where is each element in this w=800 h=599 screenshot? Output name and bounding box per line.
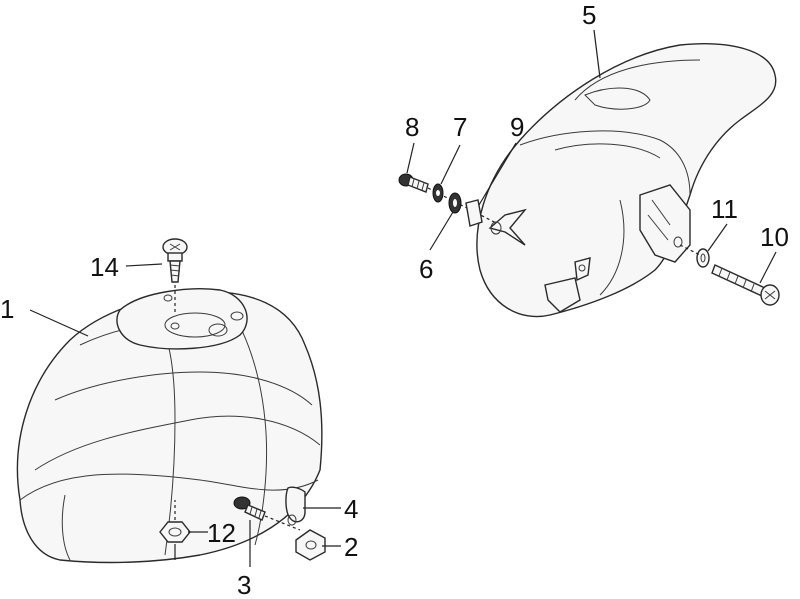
callout-7: 7	[453, 112, 467, 142]
screw-10	[711, 264, 780, 306]
screw-3	[233, 496, 301, 531]
rear-fender	[476, 43, 777, 318]
clip-4	[285, 486, 306, 526]
callout-8: 8	[405, 112, 419, 142]
bracket-9	[465, 199, 527, 246]
callout-10: 10	[760, 222, 789, 252]
callout-12: 12	[207, 518, 236, 548]
washer-11	[679, 244, 710, 268]
callout-11: 11	[711, 194, 738, 224]
front-fender	[16, 288, 323, 564]
screw-14	[162, 238, 188, 312]
washer-7	[432, 183, 444, 203]
callout-9: 9	[510, 112, 524, 142]
callout-2: 2	[344, 532, 358, 562]
callout-6: 6	[419, 254, 433, 284]
callout-4: 4	[344, 494, 358, 524]
nut-clip-2	[295, 529, 326, 561]
callout-1: 1	[0, 294, 14, 324]
callout-5: 5	[582, 0, 596, 30]
leader-lines	[29, 29, 777, 567]
washer-6	[448, 192, 462, 214]
callout-3: 3	[237, 570, 251, 599]
callout-14: 14	[90, 252, 119, 282]
